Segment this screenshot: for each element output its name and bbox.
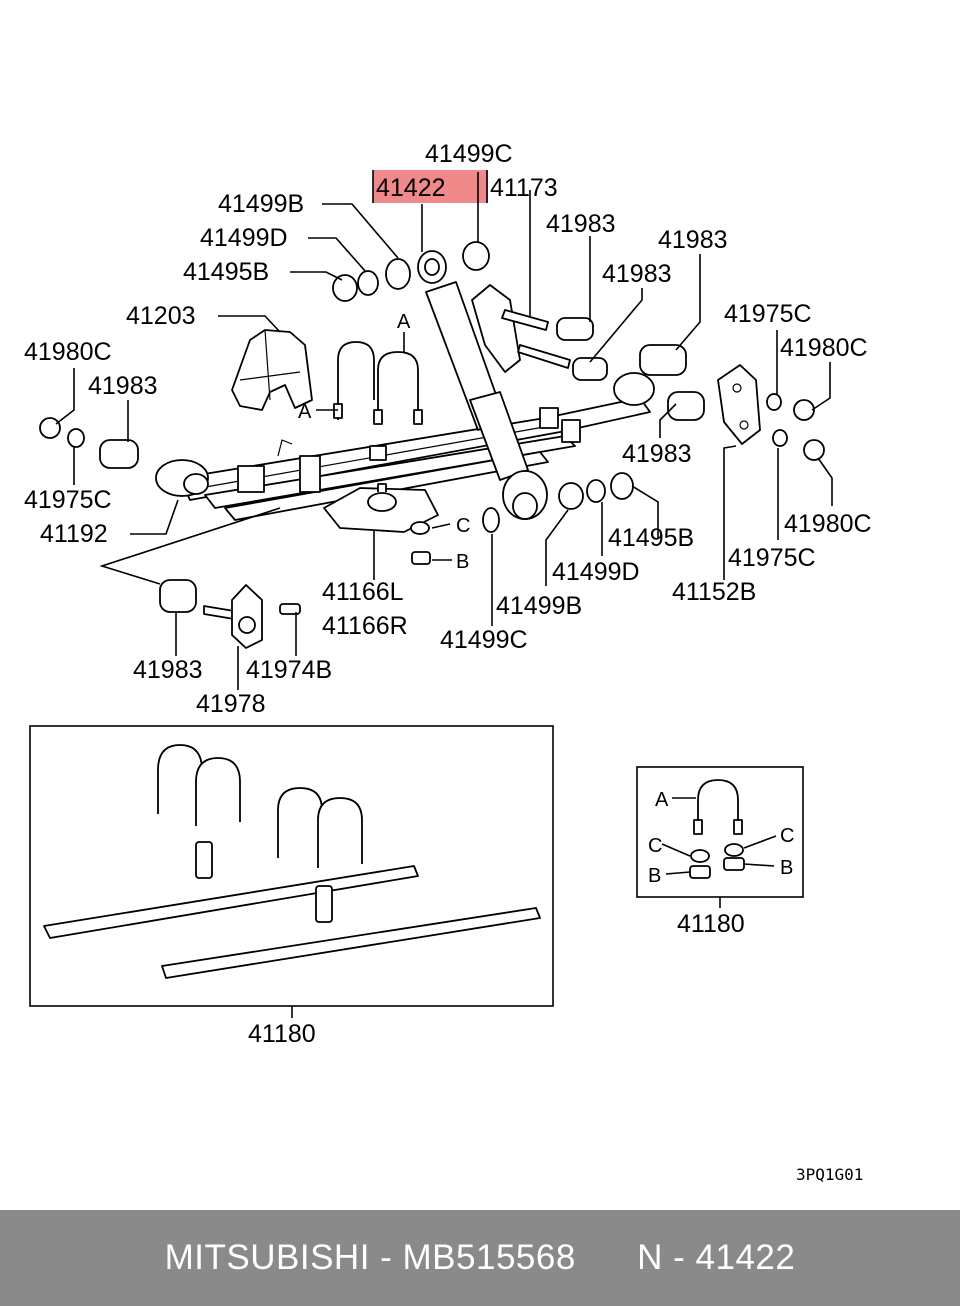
label-41983-right: 41983 <box>622 440 692 468</box>
label-41166r: 41166R <box>322 612 408 640</box>
label-41180-left: 41180 <box>248 1020 316 1048</box>
ref-c-box-left: C <box>648 835 662 857</box>
inset-box-right <box>636 766 804 908</box>
shock-absorber-drawing <box>417 241 548 520</box>
label-41499d-right: 41499D <box>552 558 640 586</box>
label-41983-a: 41983 <box>546 210 616 238</box>
ref-b-box-right: B <box>780 857 793 879</box>
label-41980c-left: 41980C <box>24 338 112 366</box>
label-41983-b: 41983 <box>658 226 728 254</box>
label-41499b-top: 41499B <box>218 190 304 218</box>
label-41983-left: 41983 <box>88 372 158 400</box>
label-41499b-right: 41499B <box>496 592 582 620</box>
ref-c-main: C <box>456 515 470 537</box>
ref-a-box: A <box>655 789 669 811</box>
label-41975c-left: 41975C <box>24 486 112 514</box>
label-41495b-top: 41495B <box>183 258 269 286</box>
bump-stopper-drawing <box>231 329 313 411</box>
ref-b-main: B <box>456 551 469 573</box>
highlight-41422 <box>373 170 488 203</box>
label-41192: 41192 <box>40 520 108 548</box>
label-41495b-right: 41495B <box>608 524 694 552</box>
spring-pad-drawing <box>323 483 439 533</box>
ref-b-box-left: B <box>648 865 661 887</box>
diagram-code: 3PQ1G01 <box>796 1165 863 1184</box>
ref-a-main: A <box>397 311 411 333</box>
label-41166l: 41166L <box>322 578 404 606</box>
label-41499c-bottom: 41499C <box>440 626 528 654</box>
label-41980c-right-top: 41980C <box>780 334 868 362</box>
inset-box-left <box>29 725 554 1018</box>
label-41499d-top: 41499D <box>200 224 288 252</box>
label-41983-bottom: 41983 <box>133 656 203 684</box>
label-41978: 41978 <box>196 690 266 718</box>
footer-part-text: MITSUBISHI - MB515568 N - 41422 <box>164 1238 796 1277</box>
label-41152b: 41152B <box>672 578 756 606</box>
u-bolts-drawing <box>333 341 423 425</box>
parts-diagram: 41499C 41422 41173 41499B 41499D 41495B … <box>24 140 872 1184</box>
small-parts-drawing <box>39 258 825 649</box>
label-41203: 41203 <box>126 302 196 330</box>
label-41975c-right-top: 41975C <box>724 300 812 328</box>
label-41422: 41422 <box>376 174 446 202</box>
ref-c-box-right: C <box>780 825 794 847</box>
label-41983-c: 41983 <box>602 260 672 288</box>
label-41975c-right-bottom: 41975C <box>728 544 816 572</box>
label-41173: 41173 <box>490 174 558 202</box>
label-41499c-top: 41499C <box>425 140 513 168</box>
leader-lines <box>55 172 833 690</box>
label-41974b: 41974B <box>246 656 332 684</box>
footer-bar: MITSUBISHI - MB515568 N - 41422 <box>0 1210 960 1306</box>
ref-a-left: A <box>298 401 312 423</box>
label-41980c-right-bottom: 41980C <box>784 510 872 538</box>
shock-bracket-drawing <box>471 284 608 381</box>
label-41180-right: 41180 <box>677 910 745 938</box>
